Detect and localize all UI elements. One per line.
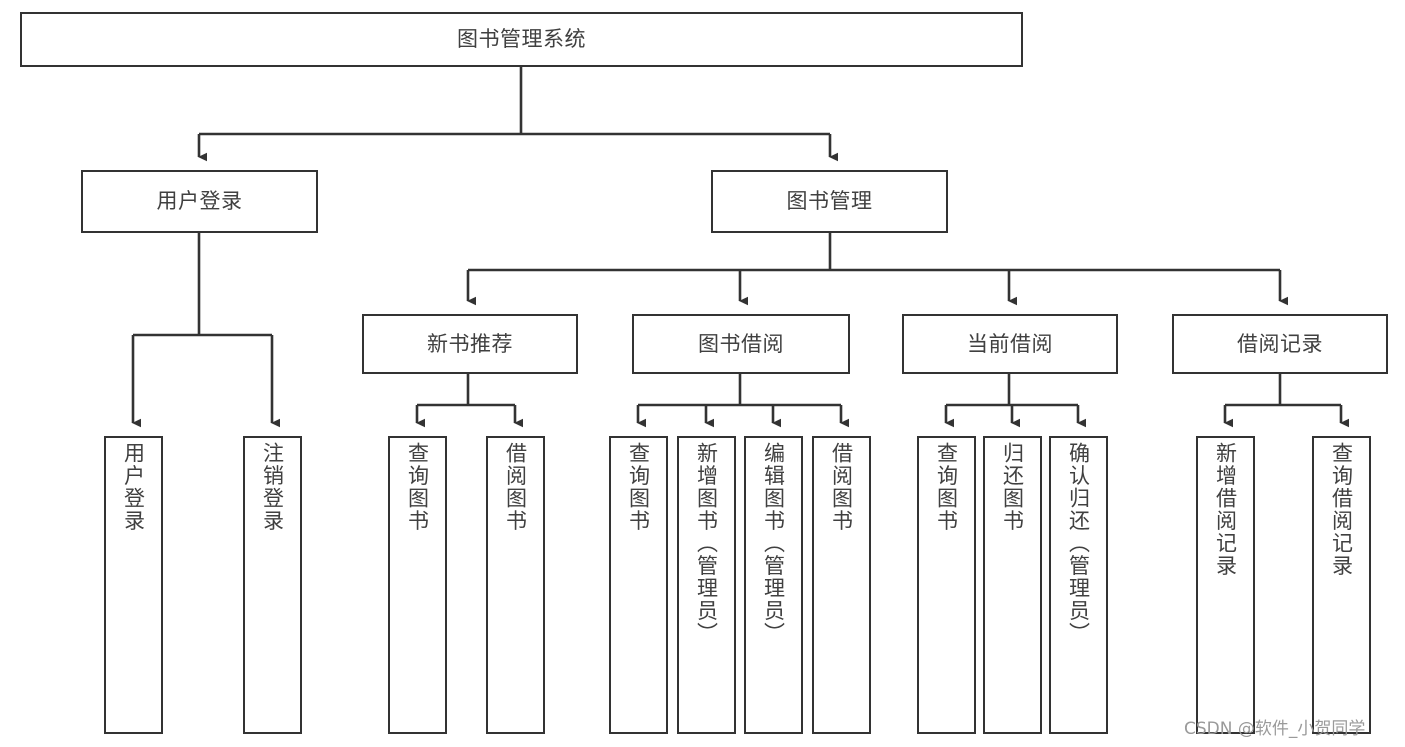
node-book-management[interactable]: 图书管理 — [711, 170, 948, 233]
node-label: 用户登录 — [121, 442, 146, 532]
leaf-user-login-signin[interactable]: 用户登录 — [104, 436, 163, 734]
node-label: 当前借阅 — [967, 331, 1053, 356]
node-label: 图书借阅 — [698, 331, 784, 356]
node-label: 图书管理 — [786, 189, 873, 214]
leaf-user-login-signout[interactable]: 注销登录 — [243, 436, 302, 734]
node-borrow-record[interactable]: 借阅记录 — [1172, 314, 1388, 374]
leaf-current-borrow-return[interactable]: 归还图书 — [983, 436, 1042, 734]
node-label: 图书管理系统 — [457, 27, 586, 52]
node-label: 借阅记录 — [1237, 331, 1323, 356]
node-label: 新增借阅记录 — [1213, 442, 1238, 577]
node-root-system[interactable]: 图书管理系统 — [20, 12, 1023, 67]
leaf-book-borrow-borrow[interactable]: 借阅图书 — [812, 436, 871, 734]
leaf-book-borrow-add[interactable]: 新增图书（管理员） — [677, 436, 736, 734]
node-label: 借阅图书 — [829, 442, 854, 532]
node-label: 新增图书（管理员） — [694, 442, 719, 645]
node-user-login[interactable]: 用户登录 — [81, 170, 318, 233]
leaf-new-book-query[interactable]: 查询图书 — [388, 436, 447, 734]
node-label: 编辑图书（管理员） — [761, 442, 786, 645]
node-label: 查询图书 — [405, 442, 430, 532]
node-label: 查询图书 — [626, 442, 651, 532]
leaf-borrow-record-add[interactable]: 新增借阅记录 — [1196, 436, 1255, 734]
node-label: 确认归还（管理员） — [1066, 442, 1091, 645]
leaf-book-borrow-edit[interactable]: 编辑图书（管理员） — [744, 436, 803, 734]
leaf-new-book-borrow[interactable]: 借阅图书 — [486, 436, 545, 734]
node-label: 借阅图书 — [503, 442, 528, 532]
csdn-watermark: CSDN @软件_小贺同学 — [1184, 719, 1366, 739]
node-label: 归还图书 — [1000, 442, 1025, 532]
leaf-borrow-record-query[interactable]: 查询借阅记录 — [1312, 436, 1371, 734]
node-current-borrow[interactable]: 当前借阅 — [902, 314, 1118, 374]
node-new-book-recommend[interactable]: 新书推荐 — [362, 314, 578, 374]
node-label: 新书推荐 — [427, 331, 513, 356]
node-label: 查询借阅记录 — [1329, 442, 1354, 577]
node-label: 注销登录 — [260, 442, 285, 532]
leaf-current-borrow-query[interactable]: 查询图书 — [917, 436, 976, 734]
node-label: 用户登录 — [156, 189, 243, 214]
leaf-current-borrow-confirm-return[interactable]: 确认归还（管理员） — [1049, 436, 1108, 734]
node-label: 查询图书 — [934, 442, 959, 532]
leaf-book-borrow-query[interactable]: 查询图书 — [609, 436, 668, 734]
node-book-borrow[interactable]: 图书借阅 — [632, 314, 850, 374]
